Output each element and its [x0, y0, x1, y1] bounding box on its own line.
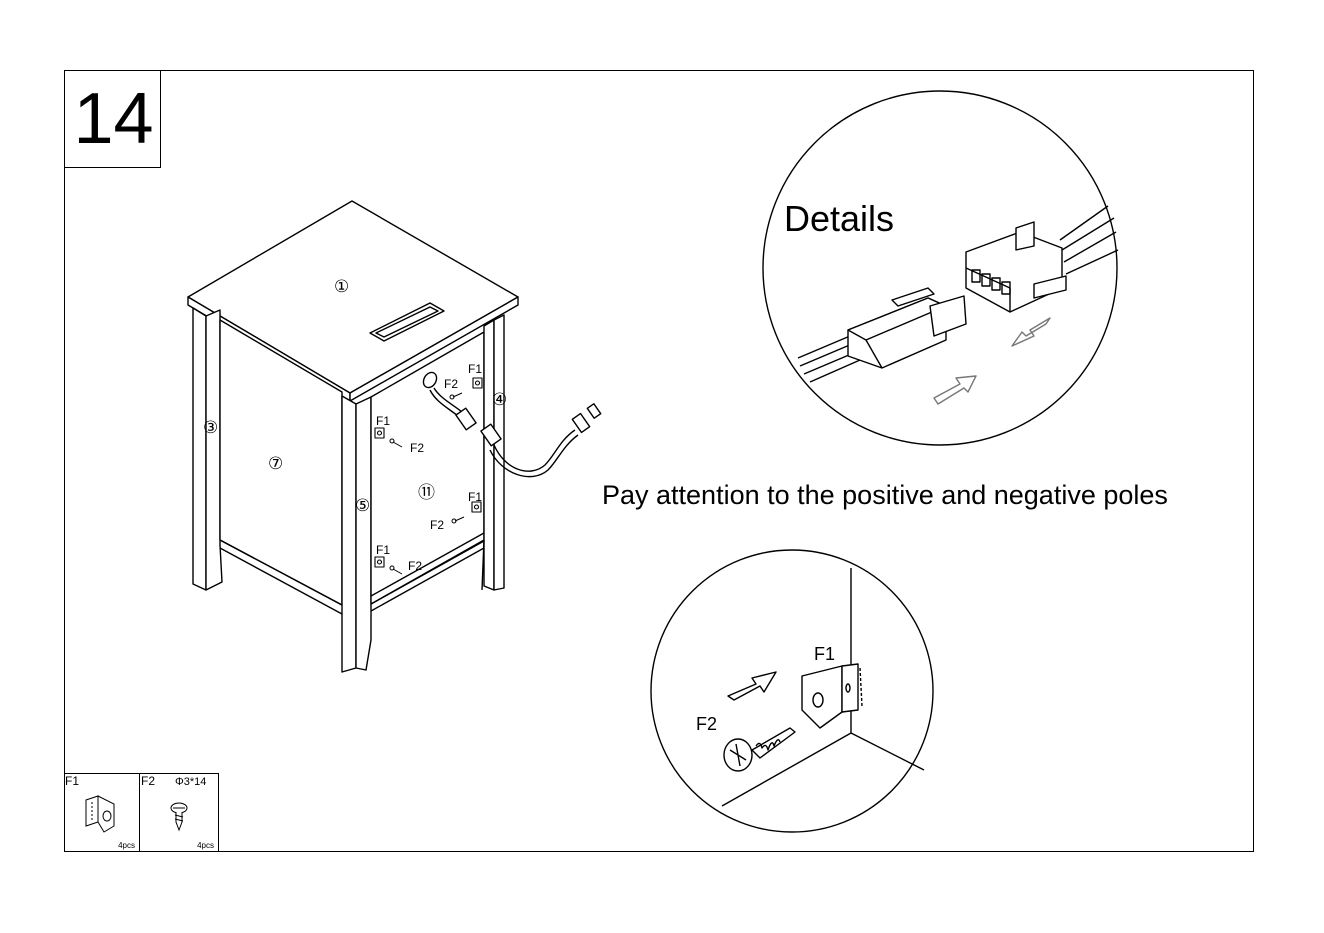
- panel-label-7: ⑦: [268, 454, 283, 474]
- leg-panel-3: [193, 308, 222, 590]
- panel-label-3: ③: [203, 418, 218, 438]
- fastener-label-f2: F2: [410, 441, 424, 455]
- panel-label-4: ④: [492, 390, 507, 410]
- panel-label-1: ①: [334, 277, 349, 297]
- detail-label-f2: F2: [696, 714, 717, 735]
- part-qty: 4pcs: [197, 841, 214, 850]
- panel-label-5: ⑤: [355, 496, 370, 516]
- leg-panel-4: [482, 315, 504, 590]
- screw-detail-callout: [651, 550, 933, 832]
- detail-label-f1: F1: [814, 644, 835, 665]
- fastener-label-f1: F1: [376, 543, 390, 557]
- fastener-label-f1: F1: [376, 414, 390, 428]
- panel-label-11: ⑪: [418, 478, 435, 503]
- part-qty: 4pcs: [118, 841, 135, 850]
- fastener-label-f2: F2: [408, 559, 422, 573]
- fastener-label-f1: F1: [468, 490, 482, 504]
- details-title: Details: [784, 198, 894, 240]
- connector-detail-callout: [763, 91, 1118, 445]
- fastener-label-f2: F2: [444, 377, 458, 391]
- leg-panel-5: [342, 396, 371, 672]
- parts-list: F1 4pcs F2 Φ3*14 4pcs: [64, 773, 219, 852]
- fastener-label-f2: F2: [430, 518, 444, 532]
- fastener-label-f1: F1: [468, 362, 482, 376]
- parts-list-item: F2 Φ3*14 4pcs: [140, 774, 218, 852]
- parts-list-item: F1 4pcs: [64, 774, 140, 852]
- polarity-note: Pay attention to the positive and negati…: [602, 480, 1168, 511]
